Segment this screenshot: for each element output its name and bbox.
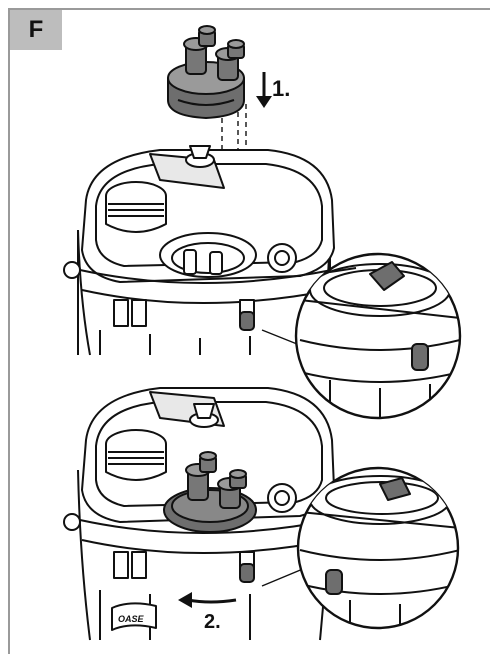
step-1-scene: 1.: [63, 25, 462, 420]
connector-head-lifted: [167, 25, 245, 119]
frame-top-border: [8, 8, 490, 10]
frame-left-border: [8, 8, 10, 654]
filter-housing-top: [63, 145, 335, 356]
brand-mark-text: OASE: [118, 614, 145, 624]
detail-magnifier-2: [296, 466, 460, 630]
detail-magnifier-1: [294, 252, 462, 420]
arrow-down-icon: [256, 72, 272, 108]
step-2-label: 2.: [204, 611, 221, 633]
panel-letter-badge: F: [10, 10, 62, 50]
step-1-label: 1.: [272, 76, 290, 101]
step-2-scene: OASE 2.: [63, 387, 460, 641]
filter-housing-bottom: OASE: [63, 387, 335, 641]
rotate-arrow-icon: [178, 592, 237, 608]
